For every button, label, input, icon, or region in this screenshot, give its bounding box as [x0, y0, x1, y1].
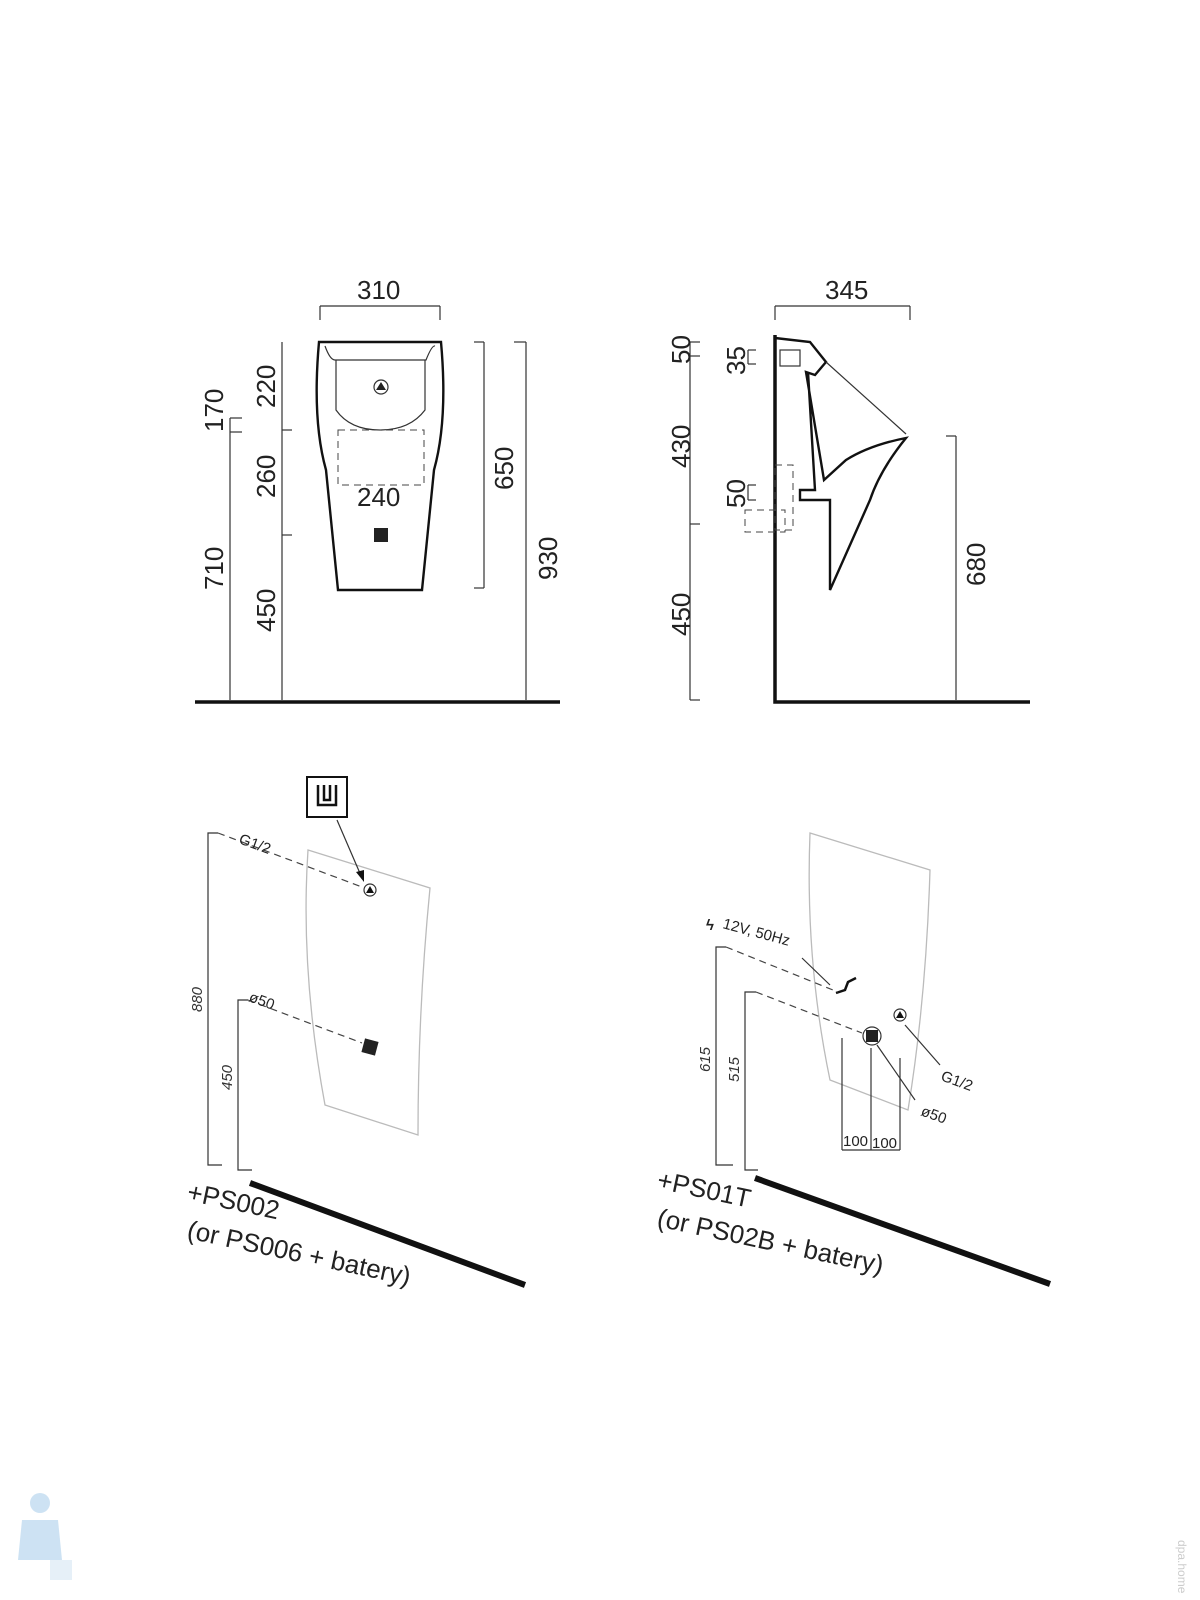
dim-710: 710	[199, 547, 229, 590]
dim-50-mid: 50	[721, 479, 751, 508]
dim-345: 345	[825, 275, 868, 305]
dim-615: 615	[697, 1046, 714, 1072]
dim-310: 310	[357, 275, 400, 305]
dim-240: 240	[357, 482, 400, 512]
inlet-icon	[376, 382, 386, 390]
dim-450-side: 450	[666, 593, 696, 636]
install-right: ϟ 12V, 50Hz 615 515 100 100 G1/2 ø50 +PS…	[655, 832, 1052, 1287]
label-power: 12V, 50Hz	[721, 915, 792, 949]
label-g12-right: G1/2	[939, 1068, 975, 1095]
outlet-icon	[374, 528, 388, 542]
label-d50: ø50	[247, 989, 277, 1014]
dim-50-top: 50	[666, 335, 696, 364]
dim-100-b: 100	[872, 1135, 897, 1152]
sensor-icon	[306, 776, 348, 818]
dim-650: 650	[489, 447, 519, 490]
dim-260: 260	[251, 455, 281, 498]
dim-170: 170	[199, 389, 229, 432]
dim-220: 220	[251, 365, 281, 408]
plumber-logo	[18, 1493, 72, 1580]
dim-430: 430	[666, 425, 696, 468]
dim-880: 880	[189, 986, 206, 1012]
dim-100-a: 100	[843, 1133, 868, 1150]
outlet-icon	[361, 1038, 379, 1056]
dim-450-install: 450	[219, 1064, 236, 1090]
power-connector-icon	[835, 976, 857, 995]
dim-680: 680	[961, 543, 991, 586]
lightning-icon: ϟ	[706, 917, 714, 934]
label-d50-right: ø50	[919, 1103, 949, 1128]
dim-450: 450	[251, 589, 281, 632]
label-g12: G1/2	[237, 831, 273, 858]
side-view: 345 50 430 450 35 50 680	[666, 275, 1030, 704]
install-left: G1/2 ø50 880 450 +PS002 (or PS006 + bate…	[185, 776, 527, 1292]
product-alternative: (or PS006 + batery)	[185, 1215, 414, 1292]
dim-515: 515	[726, 1056, 743, 1082]
watermark: dpa.home	[1175, 1540, 1189, 1594]
front-view: 310 170 710 220 260 450 240 650 930	[195, 275, 563, 704]
outlet-icon	[866, 1030, 878, 1042]
dim-930: 930	[533, 537, 563, 580]
dim-35: 35	[721, 346, 751, 375]
